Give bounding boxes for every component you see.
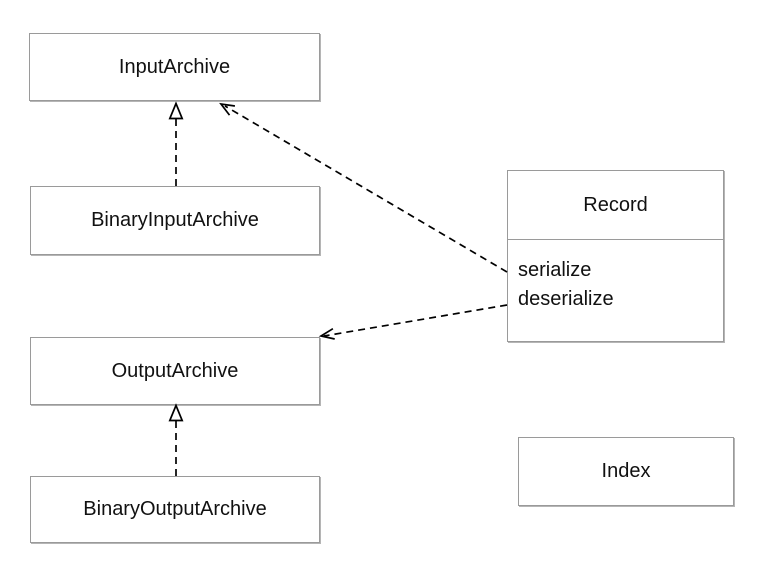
arrow-binaryinputarchive-to-inputarchive [168, 101, 184, 186]
record-methods-compartment: serialize deserialize [508, 240, 723, 341]
class-box-output-archive: OutputArchive [30, 337, 320, 405]
class-box-input-archive: InputArchive [29, 33, 320, 101]
record-method-serialize: serialize [518, 259, 592, 281]
class-label-output-archive: OutputArchive [111, 359, 239, 382]
arrow-binaryoutputarchive-to-outputarchive [168, 403, 184, 476]
class-label-binary-input-archive: BinaryInputArchive [91, 209, 259, 231]
class-label-record: Record [583, 193, 648, 216]
class-box-record: Record serialize deserialize [507, 170, 724, 342]
arrow-record-to-outputarchive [318, 304, 508, 340]
class-box-binary-input-archive: BinaryInputArchive [30, 186, 320, 255]
class-box-binary-output-archive: BinaryOutputArchive [30, 476, 320, 543]
class-label-binary-output-archive: BinaryOutputArchive [83, 498, 267, 520]
record-title-compartment: Record [508, 171, 723, 240]
record-method-deserialize: deserialize [518, 288, 614, 310]
class-label-input-archive: InputArchive [118, 55, 231, 78]
class-box-index: Index [518, 437, 734, 506]
class-label-index: Index [601, 460, 651, 482]
